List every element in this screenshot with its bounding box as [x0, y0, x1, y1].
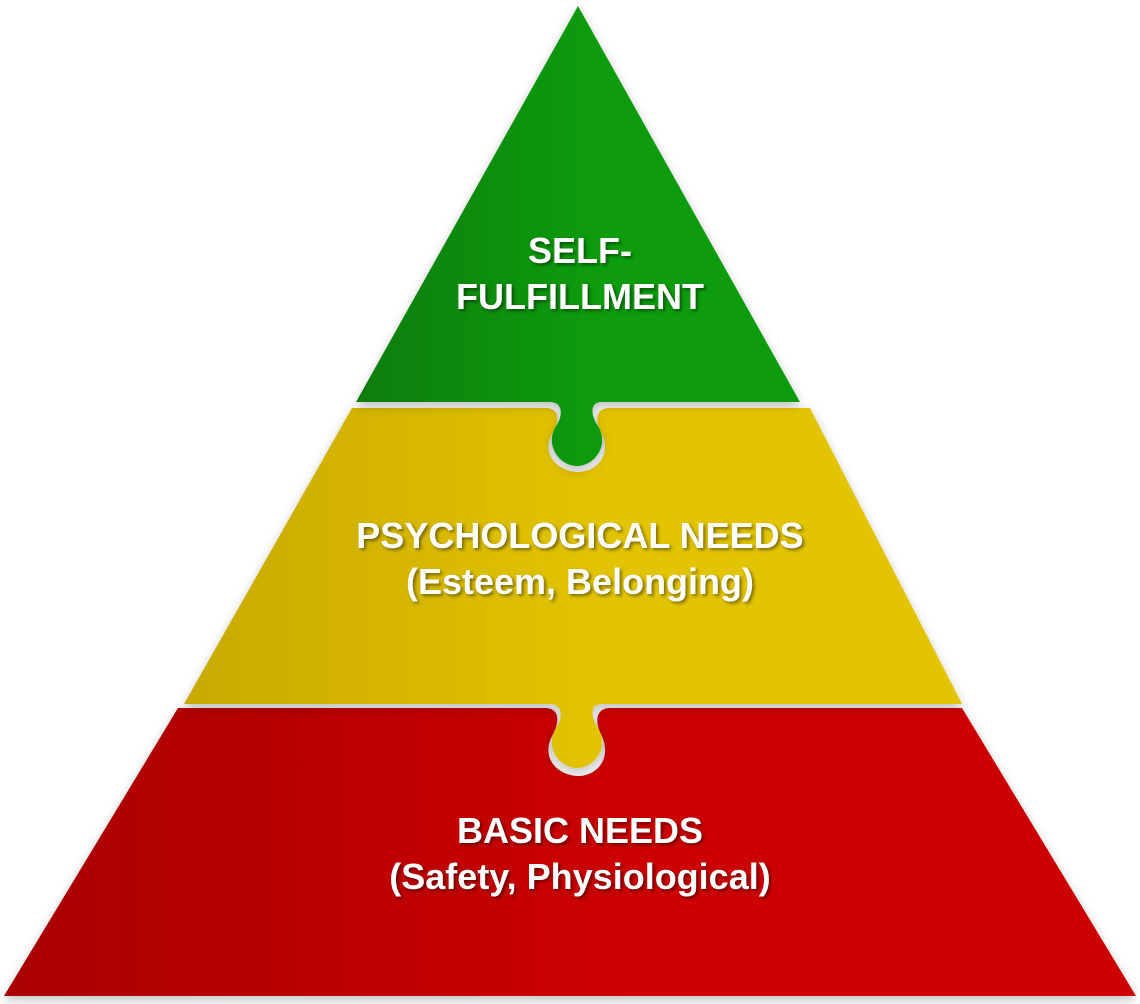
basic-needs-line-1: BASIC NEEDS — [456, 810, 704, 851]
psychological-needs-label: PSYCHOLOGICAL NEEDS (Esteem, Belonging) — [230, 513, 930, 605]
pyramid-tier-basic-needs — [4, 708, 1136, 996]
self-fulfillment-label: SELF- FULFILLMENT — [380, 228, 780, 320]
psychological-needs-line-2: (Esteem, Belonging) — [405, 561, 755, 602]
self-fulfillment-line-2: FULFILLMENT — [456, 276, 704, 317]
pyramid-tier-psychological-needs — [184, 408, 962, 768]
self-fulfillment-line-1: SELF- — [528, 230, 632, 271]
pyramid-tier-self-fulfillment — [356, 6, 800, 466]
basic-needs-label: BASIC NEEDS (Safety, Physiological) — [230, 808, 930, 900]
psychological-needs-line-1: PSYCHOLOGICAL NEEDS — [356, 515, 804, 556]
basic-needs-line-2: (Safety, Physiological) — [389, 856, 771, 897]
